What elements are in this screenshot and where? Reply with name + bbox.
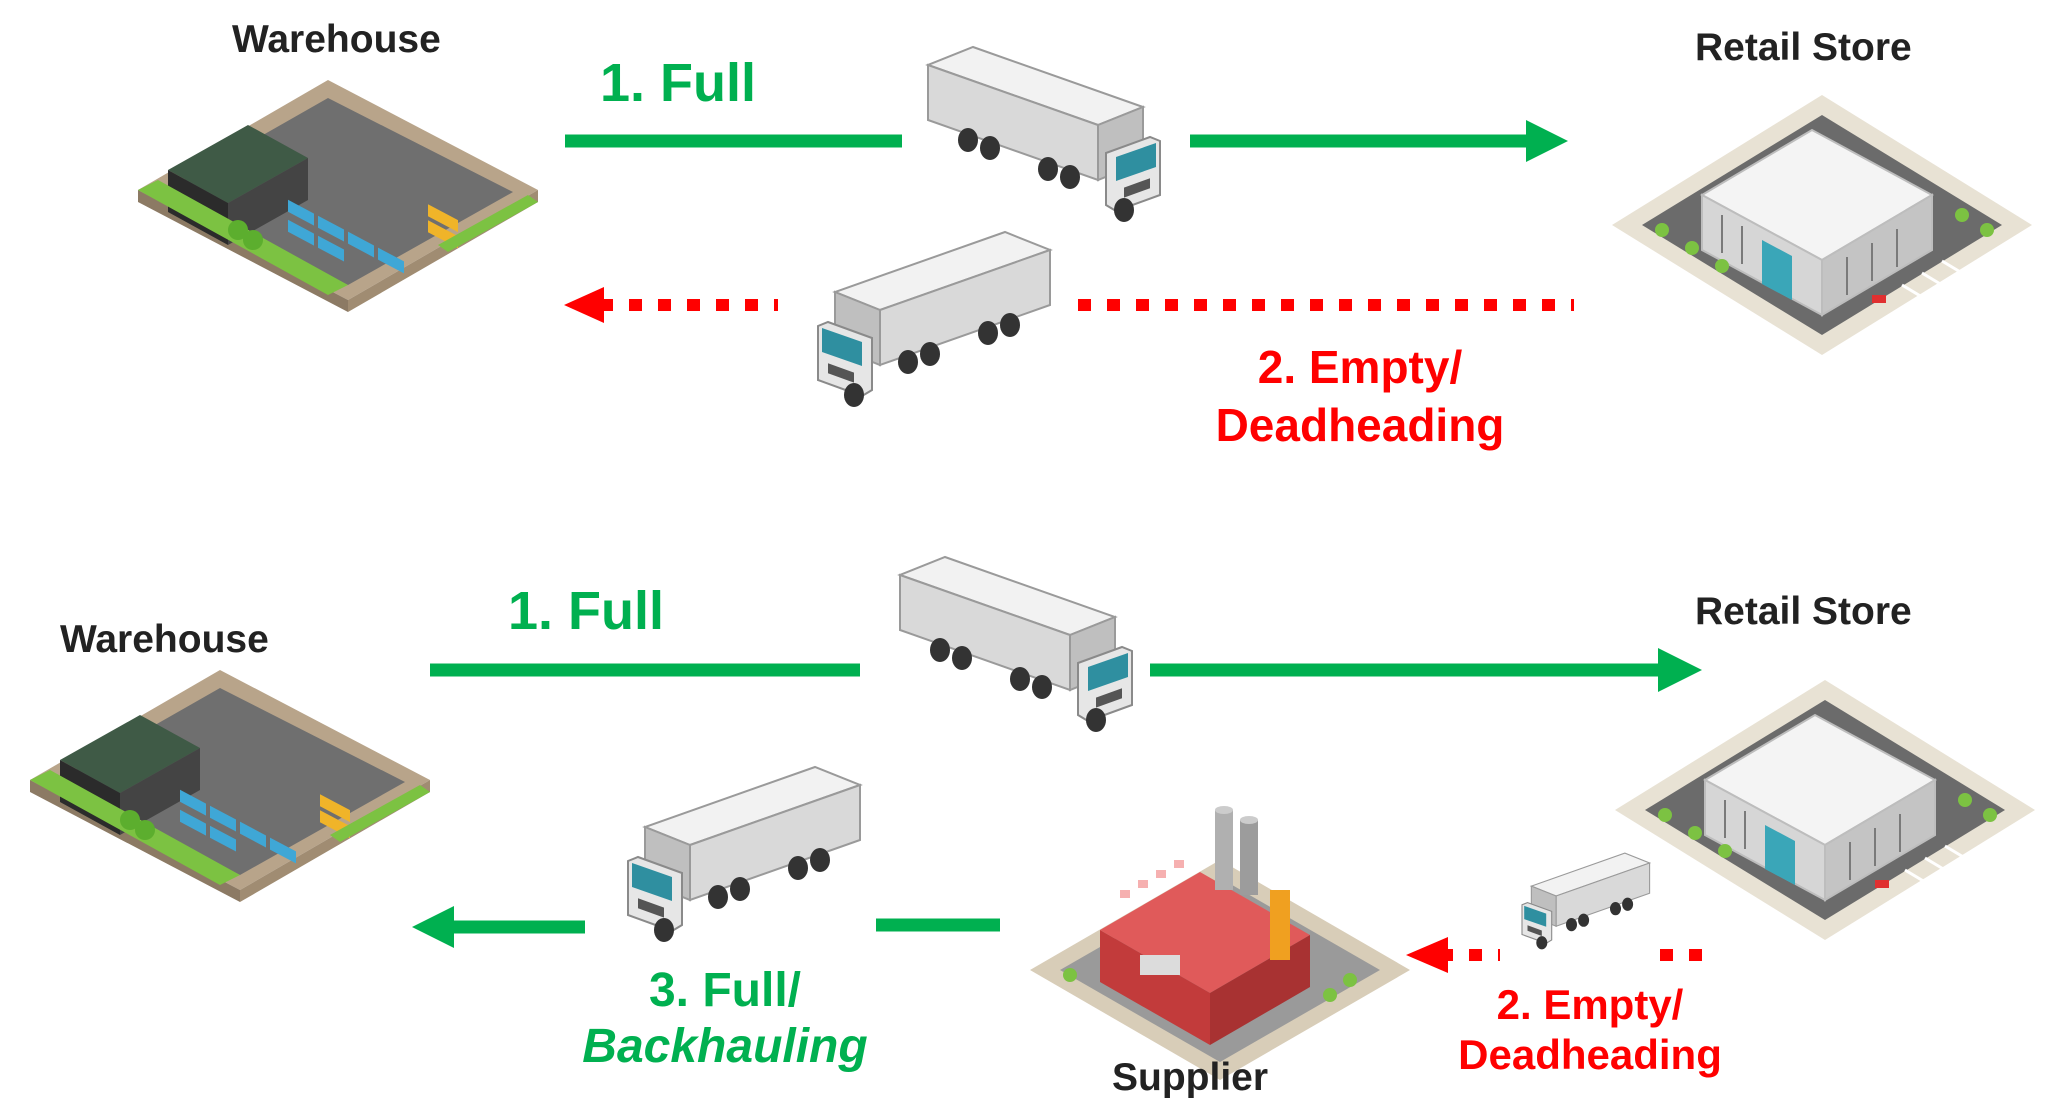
empty-route-arrow [564, 287, 1574, 323]
truck-icon [927, 46, 1161, 223]
full-route-arrow [565, 120, 1568, 162]
empty-label-line1: 2. Empty/ [1496, 981, 1684, 1028]
empty-label-line2: Deadheading [1215, 399, 1505, 451]
retail-store-label: Retail Store [1695, 26, 1912, 69]
empty-route-arrow [1406, 937, 1702, 973]
backhaul-route-arrow [412, 906, 1000, 948]
full-label: 1. Full [600, 53, 757, 113]
warehouse-label: Warehouse [232, 18, 441, 61]
retail-store-icon [1613, 678, 2037, 942]
warehouse-label: Warehouse [60, 618, 269, 661]
backhaul-label-line1: 3. Full/ [648, 964, 801, 1017]
empty-label-line1: 2. Empty/ [1257, 341, 1463, 393]
empty-label-line2: Deadheading [1458, 1031, 1722, 1078]
warehouse-icon [30, 670, 430, 902]
truck-icon [628, 767, 860, 942]
supplier-factory-icon [1030, 806, 1410, 1080]
warehouse-icon [138, 80, 538, 312]
full-route-arrow [430, 648, 1702, 692]
empty-label: 2. Empty/ Deadheading [1440, 980, 1740, 1080]
truck-icon [1522, 853, 1650, 949]
truck-icon [899, 556, 1133, 733]
backhaul-label: 3. Full/ Backhauling [560, 963, 890, 1075]
empty-label: 2. Empty/ Deadheading [1210, 338, 1510, 454]
retail-store-icon [1610, 93, 2034, 357]
truck-icon [818, 232, 1050, 407]
retail-store-label: Retail Store [1695, 590, 1912, 633]
supplier-label: Supplier [1112, 1056, 1269, 1099]
backhaul-label-line2: Backhauling [582, 1020, 868, 1073]
full-label: 1. Full [508, 581, 665, 641]
